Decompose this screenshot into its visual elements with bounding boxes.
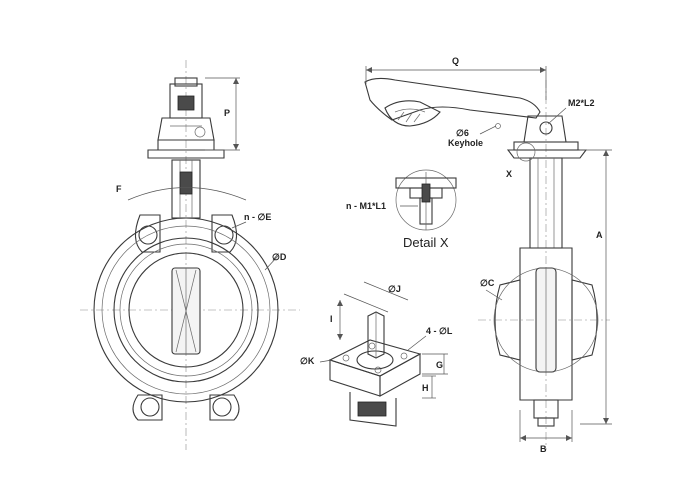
label-n-E: n - ∅E [244, 212, 271, 222]
detail-x-title: Detail X [403, 235, 449, 250]
label-D: ∅D [272, 252, 287, 262]
label-P: P [224, 108, 230, 118]
label-X: X [506, 169, 512, 179]
label-keyhole: Keyhole [448, 138, 483, 148]
label-Q: Q [452, 56, 459, 66]
detail-x: n - M1*L1 Detail X [346, 169, 457, 250]
label-G: G [436, 360, 443, 370]
label-B: B [540, 444, 547, 454]
label-M2L2: M2*L2 [568, 98, 595, 108]
top-mount-detail: ∅J I 4 - ∅L ∅K G H [300, 281, 453, 427]
label-phi6: ∅6 [456, 128, 469, 138]
label-4-L: 4 - ∅L [426, 326, 453, 336]
label-K: ∅K [300, 356, 315, 366]
label-A: A [596, 230, 603, 240]
label-F: F [116, 184, 122, 194]
front-view: F n - ∅E ∅D P [80, 60, 300, 450]
label-H: H [422, 383, 429, 393]
label-J: ∅J [388, 284, 401, 294]
side-view: Q M2*L2 ∅6 Keyhole X A ∅C B [364, 56, 612, 454]
label-M1L1: n - M1*L1 [346, 201, 386, 211]
label-I: I [330, 314, 333, 324]
label-C: ∅C [480, 278, 495, 288]
